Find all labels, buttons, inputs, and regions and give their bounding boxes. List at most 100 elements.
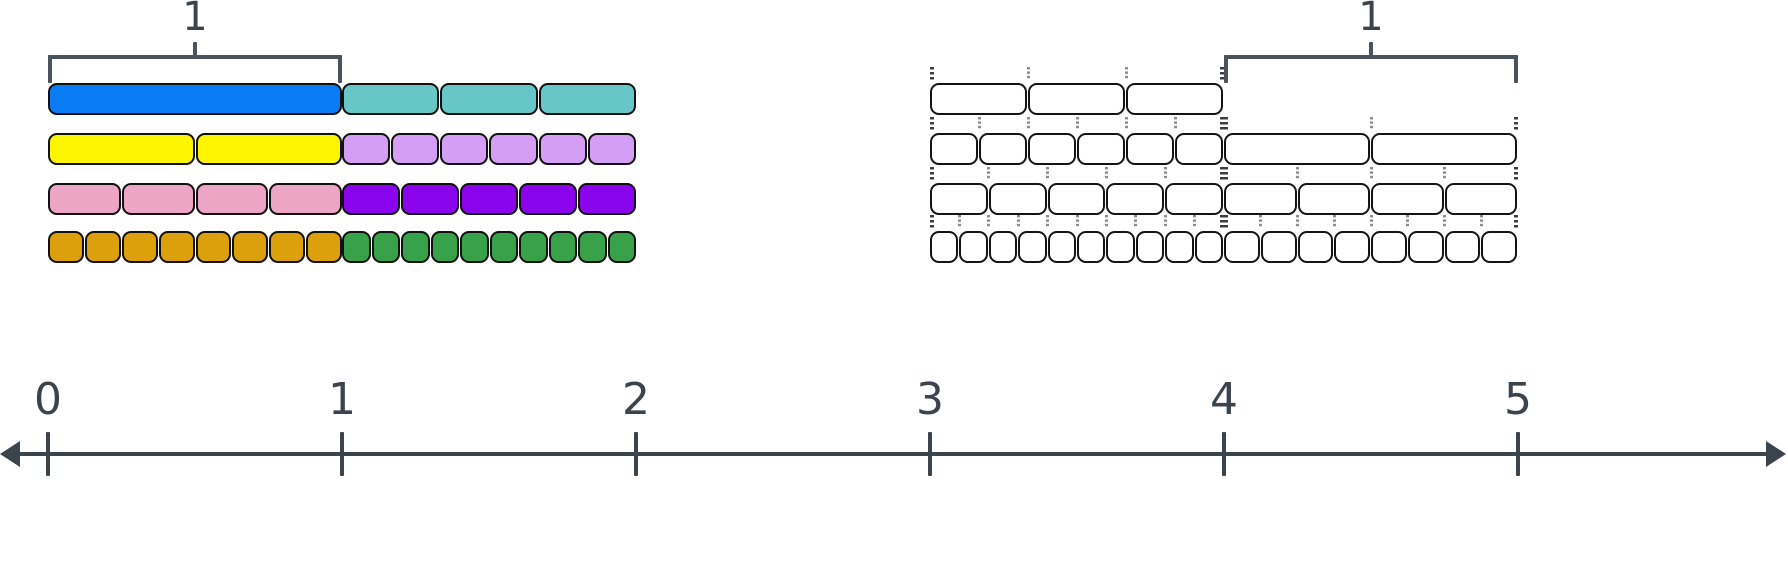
partition-tick: [977, 117, 981, 130]
partition-tick: [1016, 215, 1020, 228]
brace-right-leg: [1514, 55, 1518, 83]
brace-label: 1: [1358, 0, 1384, 40]
bar-segment: [401, 183, 459, 215]
brace-span-line: [48, 55, 342, 59]
bar-segment: [1444, 183, 1517, 215]
brace-stem: [1369, 42, 1373, 56]
bar-group-3: [930, 0, 1224, 290]
bar-segment: [1444, 231, 1481, 263]
partition-ticks: [930, 67, 1224, 82]
bar-segment: [401, 231, 430, 263]
bar-segment: [342, 231, 371, 263]
bar-segment: [489, 231, 518, 263]
brace-left-leg: [48, 55, 52, 83]
partition-tick: [1332, 215, 1336, 228]
partition-tick: [1296, 167, 1299, 180]
bar-segment: [988, 183, 1047, 215]
brace-right-leg: [338, 55, 342, 83]
partition-tick: [1173, 117, 1177, 130]
bar-row-thirds: [930, 67, 1224, 115]
number-line-tick: [1222, 432, 1226, 476]
partition-tick: [1046, 215, 1050, 228]
bar-row-thirds: [342, 83, 636, 115]
partition-tick: [1514, 117, 1518, 130]
bar-group-2: [342, 0, 636, 290]
bar-segment: [158, 231, 195, 263]
brace-span-line: [1224, 55, 1518, 59]
bar-segment: [1165, 231, 1194, 263]
number-line-label-0: 0: [34, 374, 62, 425]
bar-segment: [1175, 133, 1223, 165]
bar-segment: [48, 231, 84, 263]
bar-segment: [342, 133, 391, 165]
partition-ticks: [930, 117, 1224, 132]
partition-tick: [1296, 215, 1299, 228]
partition-tick: [1163, 167, 1167, 180]
bar-segment: [342, 83, 440, 115]
partition-ticks: [930, 167, 1224, 182]
number-line-tick: [634, 432, 638, 476]
bar-segment: [195, 133, 342, 165]
partition-tick: [1369, 215, 1373, 228]
bar-segment: [269, 183, 342, 215]
number-line-tick: [340, 432, 344, 476]
bar-segment: [440, 83, 538, 115]
number-line-label-3: 3: [916, 374, 944, 425]
bar-segment: [1135, 231, 1165, 263]
bar-row-quarters: [1224, 167, 1518, 215]
partition-tick: [1224, 215, 1228, 228]
bar-segment: [1297, 231, 1334, 263]
bar-row-whole: [48, 83, 342, 115]
bar-segment: [979, 133, 1027, 165]
bar-segment: [1018, 231, 1047, 263]
bar-row-quarters: [48, 183, 342, 215]
partition-ticks: [1224, 215, 1518, 230]
bar-segment: [430, 231, 459, 263]
partition-tick: [1220, 167, 1224, 180]
bar-row-halves: [1224, 117, 1518, 165]
bar-segment: [1028, 133, 1076, 165]
bar-segment: [48, 83, 342, 115]
partition-tick: [1163, 215, 1167, 228]
bar-segment: [48, 133, 195, 165]
partition-tick: [930, 215, 934, 228]
partition-tick: [1514, 167, 1518, 180]
bar-segment: [489, 133, 538, 165]
bar-segment: [1371, 133, 1517, 165]
bar-row-tenths: [930, 215, 1224, 263]
bar-segment: [121, 231, 158, 263]
bar-segment: [195, 231, 232, 263]
partition-tick: [1479, 215, 1483, 228]
number-line-label-4: 4: [1210, 374, 1238, 425]
partition-tick: [930, 67, 934, 80]
partition-ticks: [1224, 117, 1518, 132]
partition-tick: [1443, 167, 1446, 180]
number-line-label-1: 1: [328, 374, 356, 425]
bar-segment: [269, 231, 306, 263]
bar-segment: [548, 231, 577, 263]
bar-segment: [84, 231, 121, 263]
partition-tick: [1104, 215, 1108, 228]
partition-ticks: [1224, 167, 1518, 182]
partition-tick: [1220, 67, 1224, 80]
bar-row-fifths: [342, 183, 636, 215]
partition-tick: [987, 215, 991, 228]
bar-segment: [1224, 231, 1260, 263]
partition-tick: [1046, 167, 1050, 180]
bar-row-sixths: [930, 117, 1224, 165]
axis-arrow-right-icon: [1766, 441, 1786, 467]
bar-row-fifths: [930, 167, 1224, 215]
bar-segment: [1407, 231, 1444, 263]
number-line-tick: [1516, 432, 1520, 476]
partition-tick: [1134, 215, 1138, 228]
bar-segment: [460, 231, 489, 263]
partition-tick: [1224, 117, 1228, 130]
partition-tick: [1075, 215, 1079, 228]
bar-segment: [48, 183, 121, 215]
bar-segment: [1224, 183, 1297, 215]
bar-segment: [578, 231, 607, 263]
partition-tick: [930, 167, 934, 180]
bar-segment: [930, 183, 988, 215]
partition-tick: [930, 117, 934, 130]
